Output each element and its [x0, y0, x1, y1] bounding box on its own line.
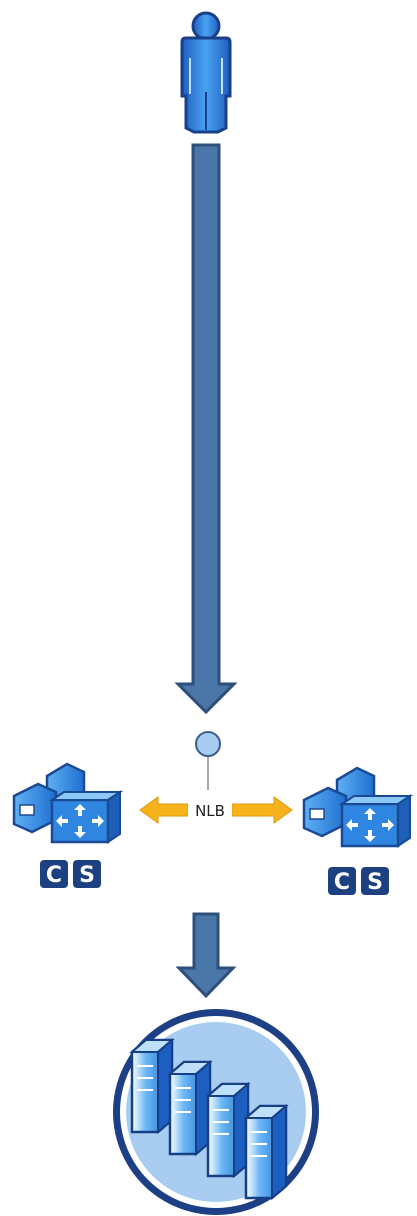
backend-arrow	[175, 912, 237, 999]
load-balance-arrows: NLB	[139, 796, 293, 824]
cs-badge-right-s: S	[367, 870, 383, 895]
server-farm-icon	[113, 1009, 319, 1215]
cs-badge-left-c: C	[46, 863, 62, 888]
cs-badge-right: C S	[328, 867, 389, 895]
cs-badge-left: C S	[40, 860, 101, 888]
request-arrow	[174, 143, 238, 715]
cs-badge-left-s: S	[79, 863, 95, 888]
nlb-label: NLB	[195, 802, 225, 820]
server-cluster-icon	[12, 762, 122, 844]
server-cluster-icon	[302, 766, 412, 848]
user-icon	[180, 11, 232, 134]
load-balancer-node-icon	[195, 731, 221, 790]
cs-badge-right-c: C	[334, 870, 350, 895]
